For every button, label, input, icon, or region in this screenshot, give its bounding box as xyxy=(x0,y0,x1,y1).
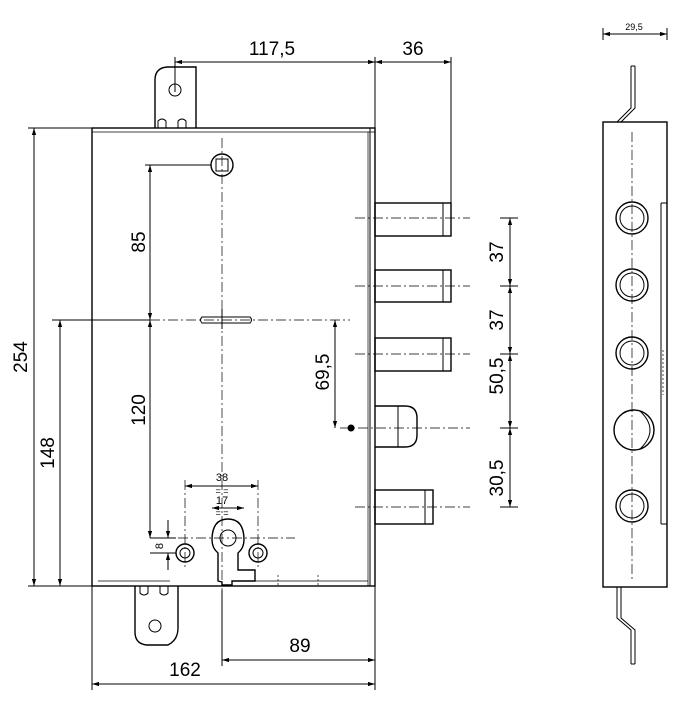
front-plate xyxy=(369,127,376,587)
bottom-mounting-tab xyxy=(134,586,179,646)
top-mounting-tab xyxy=(154,66,197,128)
dim-117-5: 117,5 xyxy=(249,39,295,60)
deadbolt-3 xyxy=(374,337,452,372)
dim-37-a: 37 xyxy=(487,241,508,262)
front-view: 117,5 36 254 148 85 120 8 69,5 37 xyxy=(11,39,518,690)
dim-69-5: 69,5 xyxy=(313,354,334,391)
dim-38: 38 xyxy=(216,472,228,484)
dim-85: 85 xyxy=(129,231,150,252)
side-view: 29,5 xyxy=(602,22,668,665)
latch-bolt xyxy=(375,405,418,448)
dim-162: 162 xyxy=(169,660,201,681)
dim-37-b: 37 xyxy=(487,309,508,330)
dim-50-5: 50,5 xyxy=(487,358,508,395)
dim-254: 254 xyxy=(11,341,32,373)
center-slot xyxy=(200,309,252,329)
svg-text:= =: = = xyxy=(215,486,228,496)
dim-29-5: 29,5 xyxy=(625,22,643,32)
dim-36: 36 xyxy=(402,39,423,60)
deadbolt-1 xyxy=(374,202,452,237)
svg-text:= =: = = xyxy=(215,508,228,518)
center-lines xyxy=(150,138,470,600)
latch-head xyxy=(613,409,655,451)
dim-8: 8 xyxy=(154,543,166,549)
faceplate-side xyxy=(602,121,668,588)
dim-89: 89 xyxy=(289,636,310,657)
dim-30-5: 30,5 xyxy=(487,460,508,497)
dim-148: 148 xyxy=(38,437,59,469)
latch-center-dot xyxy=(347,424,355,432)
dim-120: 120 xyxy=(129,394,150,426)
dim-17: 17 xyxy=(216,495,228,507)
